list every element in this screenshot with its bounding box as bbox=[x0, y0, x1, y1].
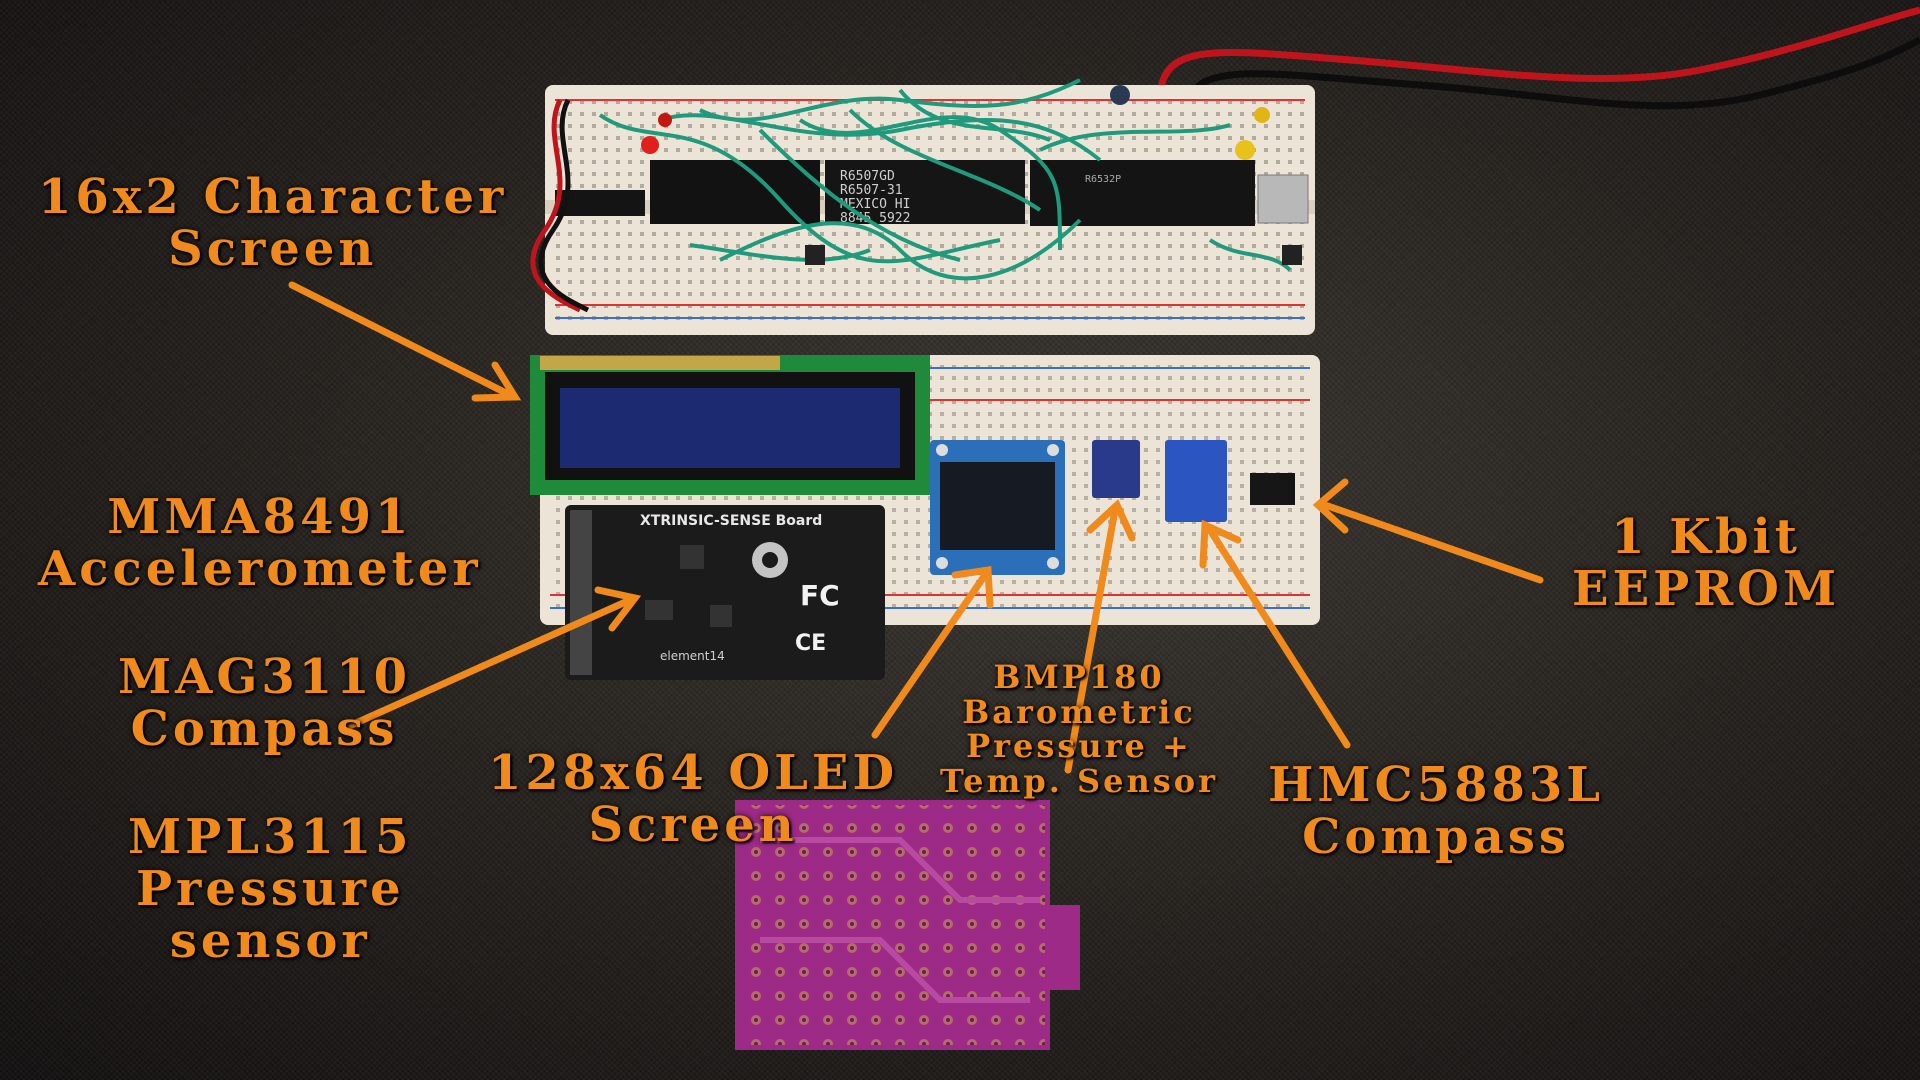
label-line: Screen bbox=[588, 796, 798, 853]
label-pressure-sensor: MPL3115 Pressure sensor bbox=[128, 809, 413, 969]
bmp180-module bbox=[1092, 440, 1140, 498]
label-line: MPL3115 bbox=[128, 809, 413, 865]
label-oled: 128x64 OLED Screen bbox=[488, 745, 899, 853]
chip1-line2: R6507-31 bbox=[840, 183, 903, 198]
fcc-mark: FC bbox=[800, 579, 840, 612]
power-cable-red bbox=[1156, 6, 1920, 101]
ce-mark: CE bbox=[795, 631, 826, 656]
led-red-2 bbox=[658, 113, 672, 127]
label-line: Compass bbox=[1302, 808, 1570, 865]
element14-mark: element14 bbox=[660, 649, 725, 663]
label-line: Accelerometer bbox=[38, 540, 482, 597]
label-line: BMP180 bbox=[993, 658, 1165, 696]
label-line: MMA8491 bbox=[107, 489, 413, 545]
hmc5883l-module bbox=[1165, 440, 1227, 522]
label-line: Temp. Sensor bbox=[940, 761, 1218, 800]
label-line: MAG3110 bbox=[118, 649, 411, 705]
chip1-line1: R6507GD bbox=[840, 169, 895, 184]
label-line: Screen bbox=[168, 220, 378, 277]
label-line: Pressure + bbox=[966, 727, 1192, 766]
led-red-1 bbox=[641, 136, 659, 154]
label-line: sensor bbox=[169, 912, 371, 969]
lcd-16x2-module bbox=[530, 355, 930, 495]
label-line: Barometric bbox=[962, 692, 1196, 731]
power-cable-black bbox=[1186, 36, 1920, 110]
label-hmc-compass: HMC5883L Compass bbox=[1268, 757, 1605, 865]
label-line: Pressure bbox=[135, 860, 405, 917]
label-line: 16x2 Character bbox=[38, 169, 508, 225]
label-line: Compass bbox=[130, 700, 399, 757]
label-mag-compass: MAG3110 Compass bbox=[118, 649, 411, 757]
label-line: 128x64 OLED bbox=[488, 745, 899, 801]
label-line: HMC5883L bbox=[1268, 757, 1605, 813]
label-accelerometer: MMA8491 Accelerometer bbox=[38, 489, 482, 597]
cpu-chips: R6507GD R6507-31 MEXICO HI 8845 5922 R65… bbox=[555, 85, 1309, 226]
label-bmp180: BMP180 Barometric Pressure + Temp. Senso… bbox=[940, 660, 1218, 798]
oled-128x64-module bbox=[930, 440, 1065, 575]
annotation-arrows bbox=[288, 281, 1544, 774]
label-line: EEPROM bbox=[1572, 560, 1841, 617]
chip2-label: R6532P bbox=[1085, 174, 1121, 185]
sense-board-title: XTRINSIC-SENSE Board bbox=[640, 513, 822, 529]
xtrinsic-sense-board: XTRINSIC-SENSE Board FC CE element14 bbox=[565, 505, 885, 680]
label-line: 1 Kbit bbox=[1611, 509, 1801, 565]
led-yellow-1 bbox=[1235, 140, 1255, 160]
chip1-line3: MEXICO HI bbox=[840, 197, 910, 212]
jumper-wires bbox=[598, 78, 1292, 281]
label-character-screen: 16x2 Character Screen bbox=[38, 169, 508, 277]
eeprom-chip bbox=[1250, 473, 1295, 505]
led-yellow-2 bbox=[1254, 107, 1270, 123]
label-eeprom: 1 Kbit EEPROM bbox=[1572, 509, 1841, 617]
magenta-pcb bbox=[735, 800, 1080, 1050]
